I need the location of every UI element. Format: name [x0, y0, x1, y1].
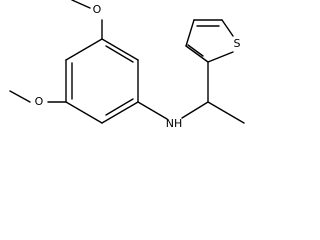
bond-ring-c6-c1: [65, 38, 103, 61]
bond-ring-c1-c2: [101, 38, 139, 61]
bond-th-s-c2: [207, 51, 234, 63]
bond-th-double-1: [187, 44, 204, 57]
bond-ring-double-1: [105, 45, 134, 63]
oxygen-top-label: O: [93, 3, 102, 16]
bond-n-ch: [181, 101, 209, 119]
bond-o-left-methyl: [9, 90, 31, 103]
molecule-diagram: O O NH S: [9, 0, 245, 130]
methoxy-left: [9, 90, 67, 103]
bond-th-c3-c4: [185, 19, 195, 47]
sulfur-label: S: [234, 37, 241, 50]
methoxy-top: [71, 0, 103, 40]
bond-ring-c4-c5: [65, 101, 103, 124]
bond-th-c2-c3: [185, 45, 209, 63]
bond-o-top-methyl: [71, 0, 91, 9]
bond-ring-double-2: [105, 98, 134, 116]
thiophene-ring: [185, 19, 234, 63]
bond-ch-methyl: [207, 101, 245, 124]
bond-th-c5-s: [221, 19, 234, 37]
amine-linker: [137, 61, 245, 124]
benzene-ring: [65, 38, 139, 124]
bond-c3-n: [137, 101, 168, 120]
structure-svg: O O NH S: [9, 0, 245, 130]
oxygen-left-label: O: [35, 95, 44, 108]
bond-ring-c3-c4: [101, 101, 139, 124]
amine-nh-label: NH: [166, 117, 183, 130]
